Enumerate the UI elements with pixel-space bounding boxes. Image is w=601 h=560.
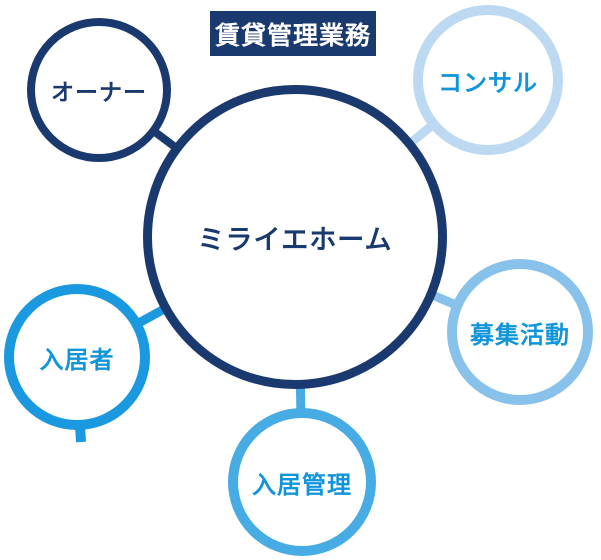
node-recruitment-activity-label: 募集活動 xyxy=(470,321,570,349)
node-tenant-label: 入居者 xyxy=(39,346,115,374)
diagram-title-badge: 賃貸管理業務 xyxy=(210,11,376,56)
node-tenant: 入居者 xyxy=(4,284,150,430)
node-tenancy-management-label: 入居管理 xyxy=(252,471,352,499)
diagram-title: 賃貸管理業務 xyxy=(214,21,371,50)
node-center-label: ミライエホーム xyxy=(197,224,393,255)
node-recruitment-activity: 募集活動 xyxy=(447,259,593,405)
node-consul: コンサル xyxy=(413,5,563,155)
node-owner-label: オーナー xyxy=(51,79,147,105)
node-center-mirai-e-home: ミライエホーム xyxy=(143,85,447,389)
node-tenancy-management: 入居管理 xyxy=(228,408,376,556)
node-consul-label: コンサル xyxy=(438,69,538,97)
node-owner: オーナー xyxy=(27,18,171,162)
